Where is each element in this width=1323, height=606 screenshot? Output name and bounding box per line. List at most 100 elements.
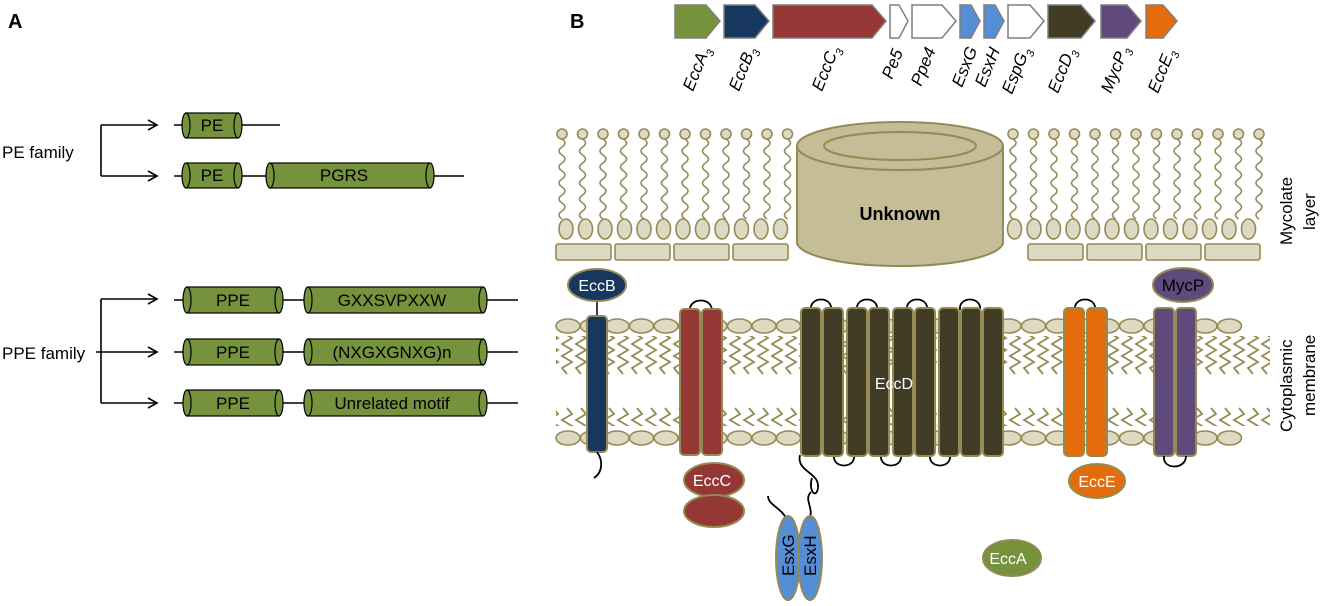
ppe-motif-cylinder: (NXGXGNXG)n xyxy=(303,338,488,366)
mycolate-wavy-tail xyxy=(722,138,730,220)
gene-arrow-espg xyxy=(1007,4,1045,39)
gene-arrow-esxg xyxy=(959,4,981,39)
mycolate-top-head xyxy=(617,128,630,140)
esxg-esxh-dimer: EsxG EsxH xyxy=(767,491,823,601)
eccc-label: EccC xyxy=(693,473,731,490)
mycolate-wavy-tail xyxy=(640,138,648,220)
ecce-label: EccE xyxy=(1078,474,1115,491)
mycolate-base-plate xyxy=(555,243,612,261)
gene-arrow-mycp xyxy=(1100,4,1142,39)
mycolate-top-head xyxy=(1027,128,1040,140)
membrane-top-head xyxy=(555,318,581,334)
mycolate-lower-head xyxy=(733,218,750,240)
mycolate-top-head xyxy=(699,128,712,140)
ppe-row-2: PPE (NXGXGNXG)n xyxy=(174,338,518,366)
mycolate-wavy-tail xyxy=(660,138,669,220)
gene-label-espg: EspG3 xyxy=(998,43,1038,98)
membrane-top-head xyxy=(628,318,655,334)
ppe-row-1-domain-label: PPE xyxy=(216,291,250,310)
mycolate-lower-head xyxy=(1221,218,1237,240)
ppe-row-3-domain-label: PPE xyxy=(216,394,250,413)
pe-row-2-motif-label: PGRS xyxy=(320,166,368,185)
membrane-top-head xyxy=(604,318,630,334)
cytoplasmic-label-line-1: Cytoplasmic xyxy=(1277,339,1296,432)
ppe-row-1-motif-label: GXXSVPXXW xyxy=(338,291,447,310)
mycolate-top-head xyxy=(638,128,650,140)
membrane-top-head xyxy=(726,318,753,334)
mycolate-lower-head xyxy=(597,218,613,240)
mycolate-lower-head xyxy=(577,218,594,240)
mycolate-lower-head xyxy=(694,218,711,240)
mycolate-top-head xyxy=(1109,128,1122,140)
mycolate-wavy-tail xyxy=(1070,138,1079,220)
mycolate-lower-head xyxy=(1143,218,1159,240)
mycolate-wavy-tail xyxy=(1050,138,1058,220)
mycolate-wavy-tail xyxy=(1029,138,1038,220)
mycolate-wavy-tail xyxy=(1091,138,1099,220)
panel-b: B EccA3 EccB3 EccC3 Pe5 Ppe4 EsxG EsxH E… xyxy=(555,4,1319,601)
panel-a-letter: A xyxy=(8,11,22,33)
gene-arrow-ecca xyxy=(674,4,721,39)
eccb-label: EccB xyxy=(578,278,615,295)
gene-arrow-ecce xyxy=(1145,4,1178,39)
mycolate-top-head xyxy=(1068,128,1081,140)
pgrs-motif-cylinder: PGRS xyxy=(265,162,435,189)
mycolate-wavy-tail xyxy=(619,138,628,220)
mycolate-top-head xyxy=(679,128,691,140)
membrane-bottom-head xyxy=(628,430,655,446)
mycolate-top-head xyxy=(781,128,794,140)
mycolate-label-line-1: Mycolate xyxy=(1277,177,1296,245)
panel-a: A PE family PE xyxy=(2,11,518,417)
mycolate-wavy-tail xyxy=(578,138,587,220)
ppe-domain-cylinder: PPE xyxy=(182,286,284,314)
mycolate-wavy-tail xyxy=(742,138,751,220)
mycolate-wavy-tail xyxy=(763,138,771,220)
mycolate-lower-head xyxy=(1084,218,1101,240)
mycolate-lower-head xyxy=(714,218,730,240)
esxh-label: EsxH xyxy=(801,535,820,576)
mycolate-top-head xyxy=(1089,128,1101,140)
ppe-row-1: PPE GXXSVPXXW xyxy=(174,286,518,314)
mycolate-lower-head xyxy=(753,218,769,240)
gene-arrow-pe5 xyxy=(889,4,909,39)
gene-arrow-eccc xyxy=(772,4,887,39)
mycolate-top-head xyxy=(1253,128,1265,140)
pe-domain-cylinder: PE xyxy=(181,162,243,189)
mycolate-lower-head xyxy=(1201,218,1218,240)
ecca-protein: EccA xyxy=(982,539,1042,577)
membrane-top-head xyxy=(1118,318,1145,334)
gene-label-ecca: EccA3 xyxy=(679,43,718,95)
mycolate-base-plate xyxy=(1145,243,1202,261)
mycolate-wavy-tail xyxy=(681,138,689,220)
pe-row-2-domain-label: PE xyxy=(201,166,224,185)
mycolate-base-plate xyxy=(1204,243,1261,261)
mycolate-wavy-tail xyxy=(1111,138,1120,220)
mycolate-lower-head xyxy=(1026,218,1042,240)
gene-arrow-esxh xyxy=(983,4,1005,39)
eccc-protein: EccC xyxy=(679,299,745,528)
gene-arrow-eccb xyxy=(723,4,770,39)
ppe-family-label: PPE family xyxy=(2,344,86,363)
mycolate-top-head xyxy=(576,128,589,140)
membrane-bottom-head xyxy=(775,430,802,446)
gene-label-eccb: EccB3 xyxy=(725,43,764,95)
ppe-motif-cylinder: GXXSVPXXW xyxy=(303,286,488,314)
unknown-protein-label: Unknown xyxy=(860,204,941,224)
gene-label-pe5: Pe5 xyxy=(878,46,907,82)
eccd-protein: EccD xyxy=(798,298,1004,495)
mycolate-lower-head xyxy=(655,218,672,240)
membrane-bottom-head xyxy=(653,430,679,446)
membrane-bottom-head xyxy=(604,430,630,446)
gene-label-eccc: EccC3 xyxy=(808,42,847,95)
mycolate-top-head xyxy=(720,128,732,140)
mycolate-top-head xyxy=(597,128,609,140)
mycolate-wavy-tail xyxy=(1255,138,1263,220)
esxg-label: EsxG xyxy=(779,534,798,576)
mycolate-wavy-tail xyxy=(701,138,710,220)
mycolate-top-head xyxy=(1191,128,1204,140)
membrane-bottom-head xyxy=(726,430,753,446)
pe-row-2: PE PGRS xyxy=(174,162,464,189)
ppe-row-3: PPE Unrelated motif xyxy=(174,389,518,417)
mycolate-base-plate xyxy=(673,243,730,261)
mycolate-lower-head xyxy=(1104,218,1120,240)
